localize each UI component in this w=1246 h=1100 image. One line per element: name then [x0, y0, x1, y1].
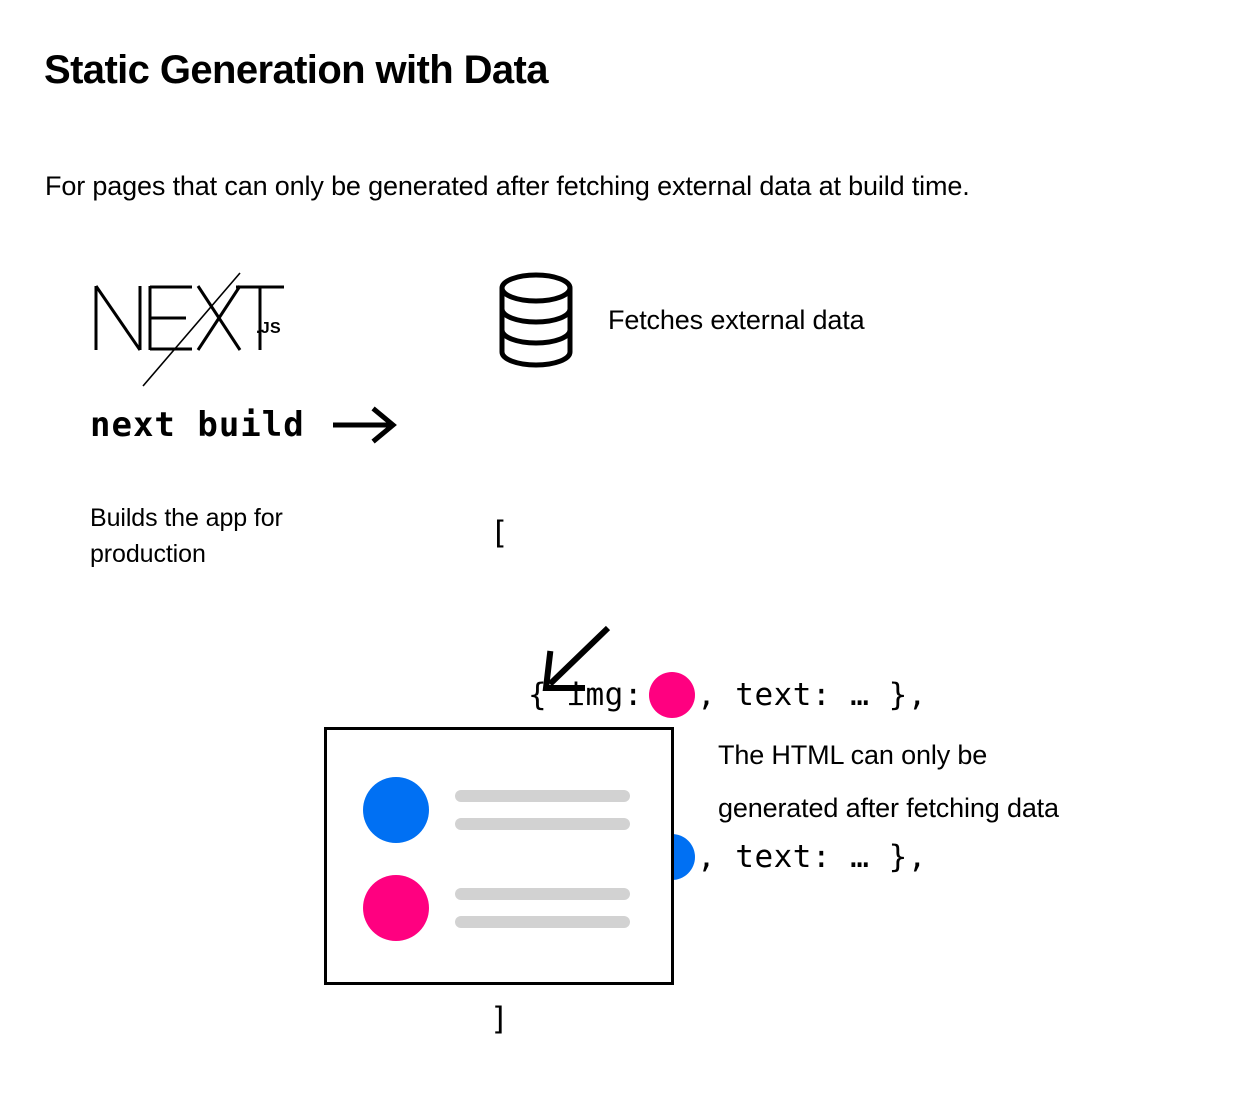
- page-mockup: [324, 727, 674, 985]
- build-description-line-1: Builds the app for: [90, 504, 283, 532]
- arrow-right-icon: [331, 405, 401, 445]
- code-entry-suffix: , text: … },: [696, 839, 927, 875]
- code-line-entry: { img: , text: … },: [490, 668, 927, 722]
- mockup-line: [455, 888, 630, 900]
- code-entry-prefix: { img:: [528, 677, 643, 713]
- mockup-caption-line-1: The HTML can only be: [718, 740, 988, 770]
- mockup-row: [363, 875, 630, 941]
- mockup-caption-line-2: generated after fetching data: [718, 792, 1059, 823]
- nextjs-logo-suffix: .JS: [256, 320, 281, 337]
- nextjs-logo-svg: [94, 272, 284, 387]
- code-close-bracket: ]: [490, 1001, 510, 1037]
- nextjs-logo: .JS: [88, 268, 288, 388]
- code-line-close: ]: [490, 992, 927, 1046]
- mockup-text-lines: [455, 888, 630, 928]
- arrow-down-left-icon: [530, 620, 620, 705]
- code-line-open: [: [490, 506, 927, 560]
- code-open-bracket: [: [490, 515, 510, 551]
- blue-avatar: [363, 777, 429, 843]
- database-icon: [497, 271, 575, 369]
- mockup-line: [455, 818, 630, 830]
- mockup-caption: The HTML can only be generated after fet…: [718, 729, 1188, 834]
- database-row: Fetches external data: [497, 271, 865, 369]
- mockup-row: [363, 777, 630, 843]
- mockup-line: [455, 916, 630, 928]
- pink-avatar: [363, 875, 429, 941]
- page-title: Static Generation with Data: [44, 48, 549, 92]
- pink-image-dot: [648, 672, 695, 718]
- mockup-line: [455, 790, 630, 802]
- fetch-label: Fetches external data: [608, 304, 865, 335]
- mockup-text-lines: [455, 790, 630, 830]
- build-description: Builds the app for production: [90, 500, 380, 573]
- code-entry-suffix: , text: … },: [696, 677, 927, 713]
- page-subtitle: For pages that can only be generated aft…: [45, 171, 970, 201]
- build-command-row: next build: [90, 405, 401, 445]
- build-description-line-2: production: [90, 540, 206, 569]
- build-command-text: next build: [90, 405, 305, 445]
